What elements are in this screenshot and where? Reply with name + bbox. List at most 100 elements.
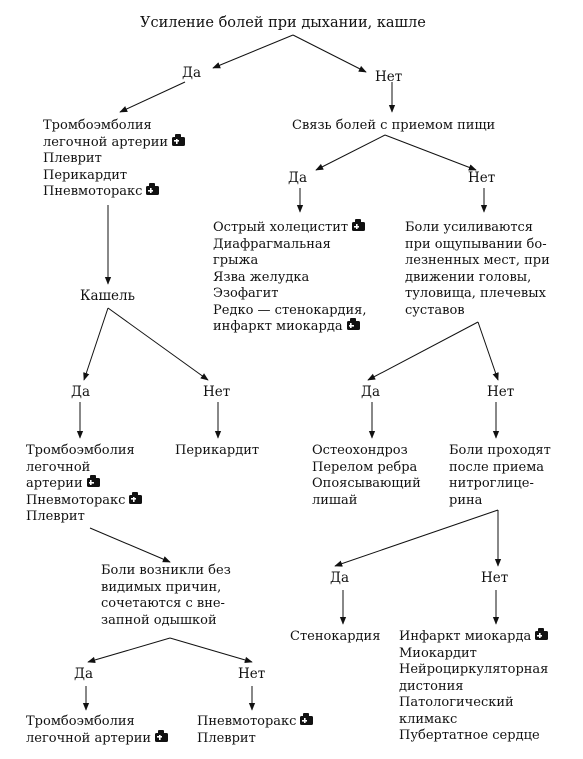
flow-arrow bbox=[87, 637, 171, 664]
food-question: Связь болей с приемом пищи bbox=[292, 118, 496, 133]
question-line: движении головы, bbox=[405, 270, 550, 287]
condition-item: Острый холецистит bbox=[213, 219, 367, 237]
question-text: видимых причин, bbox=[101, 579, 222, 595]
condition-text: грыжа bbox=[213, 253, 259, 268]
condition-item: Плеврит bbox=[26, 509, 142, 526]
condition-text: инфаркт миокарда bbox=[213, 319, 343, 334]
question-text: движении головы, bbox=[405, 269, 532, 285]
sudden-no-label: Нет bbox=[238, 666, 266, 682]
question-line: лезненных мест, при bbox=[405, 253, 550, 270]
condition-text: Тромбоэмболия bbox=[26, 714, 135, 729]
condition-text: легочной артерии bbox=[26, 730, 152, 746]
condition-text: легочной артерии bbox=[43, 134, 169, 150]
condition-item: Перикардит bbox=[175, 443, 259, 460]
question-text: при ощупывании бо- bbox=[405, 236, 547, 252]
nitro-yes-conditions-list: Стенокардия bbox=[290, 629, 380, 646]
condition-text: Нейроциркуляторная bbox=[399, 662, 549, 677]
condition-text: Эзофагит bbox=[213, 286, 279, 301]
ambulance-icon bbox=[346, 318, 360, 330]
flow-arrow bbox=[119, 81, 186, 113]
condition-text: Миокардит bbox=[399, 645, 477, 661]
condition-item: грыжа bbox=[213, 253, 367, 270]
question-line: рина bbox=[449, 493, 551, 510]
condition-text: Тромбоэмболия bbox=[43, 118, 152, 133]
flow-arrow bbox=[315, 134, 386, 171]
question-text: туловища, плечевых bbox=[405, 286, 546, 301]
condition-item: Редко — стенокардия, bbox=[213, 303, 367, 320]
condition-item: легочной артерии bbox=[26, 729, 169, 748]
question-line: запной одышкой bbox=[101, 613, 231, 630]
condition-item: Тромбоэмболия bbox=[26, 714, 168, 731]
condition-item: Перикардит bbox=[43, 168, 185, 185]
condition-item: Патологический bbox=[399, 695, 548, 712]
condition-text: Инфаркт миокарда bbox=[399, 629, 532, 644]
flow-arrow bbox=[384, 134, 477, 171]
ambulance-icon bbox=[146, 183, 160, 195]
question-text: сочетаются с вне- bbox=[101, 596, 225, 611]
question-text: лезненных мест, при bbox=[405, 253, 550, 268]
condition-text: Пневмоторакс bbox=[197, 714, 297, 729]
condition-item: Нейроциркуляторная bbox=[399, 662, 548, 679]
nitro-yes-label: Да bbox=[330, 570, 350, 586]
condition-item: артерии bbox=[26, 475, 142, 493]
condition-item: Стенокардия bbox=[290, 629, 380, 646]
condition-item: Инфаркт миокарда bbox=[399, 628, 549, 646]
condition-item: Пневмоторакс bbox=[197, 713, 314, 731]
condition-item: легочной bbox=[26, 460, 142, 477]
condition-text: Редко — стенокардия, bbox=[213, 302, 367, 318]
ambulance-icon bbox=[300, 713, 314, 725]
question-text: рина bbox=[449, 492, 483, 508]
question-line: Боли возникли без bbox=[101, 563, 231, 580]
condition-text: Тромбоэмболия bbox=[26, 443, 135, 458]
condition-item: Плеврит bbox=[43, 151, 185, 168]
condition-text: климакс bbox=[399, 711, 458, 727]
condition-item: Миокардит bbox=[399, 646, 548, 663]
flow-arrow bbox=[107, 307, 209, 381]
question-text: нитроглице- bbox=[449, 476, 534, 491]
condition-text: Пневмоторакс bbox=[26, 492, 126, 508]
condition-item: Остеохондроз bbox=[312, 443, 421, 460]
condition-item: Пубертатное сердце bbox=[399, 728, 548, 745]
food-no-label: Нет bbox=[468, 170, 496, 186]
condition-text: Пневмоторакс bbox=[43, 184, 143, 199]
palpation-no-label: Нет bbox=[487, 384, 515, 400]
question-line: после приема bbox=[449, 460, 551, 477]
condition-text: Язва желудка bbox=[213, 269, 310, 285]
condition-item: климакс bbox=[399, 712, 548, 729]
question-text: запной одышкой bbox=[101, 612, 217, 628]
condition-text: Стенокардия bbox=[290, 629, 381, 644]
condition-item: Эзофагит bbox=[213, 286, 367, 303]
flow-arrow bbox=[477, 321, 499, 381]
ambulance-icon bbox=[172, 133, 186, 146]
question-line: туловища, плечевых bbox=[405, 286, 550, 303]
flow-arrow bbox=[334, 509, 499, 567]
question-line: видимых причин, bbox=[101, 580, 231, 597]
answer-no-label: Нет bbox=[375, 69, 403, 85]
condition-item: дистония bbox=[399, 679, 548, 696]
condition-text: Перикардит bbox=[175, 443, 260, 458]
question-line: нитроглице- bbox=[449, 476, 551, 493]
answer-yes-label: Да bbox=[182, 65, 202, 81]
cough-question: Кашель bbox=[80, 288, 135, 304]
cough-no-conditions-list: Перикардит bbox=[175, 443, 259, 460]
condition-item: Перелом ребра bbox=[312, 460, 421, 477]
condition-item: Диафрагмальная bbox=[213, 237, 367, 254]
condition-text: Опоясывающий bbox=[312, 476, 421, 491]
ambulance-icon bbox=[352, 219, 366, 231]
condition-text: Плеврит bbox=[197, 730, 256, 746]
diagram-title: Усиление болей при дыхании, кашле bbox=[140, 15, 426, 31]
food-yes-label: Да bbox=[288, 170, 308, 186]
ambulance-icon bbox=[86, 475, 100, 487]
question-text: после приема bbox=[449, 459, 545, 475]
condition-text: Пубертатное сердце bbox=[399, 728, 540, 743]
question-line: при ощупывании бо- bbox=[405, 237, 550, 254]
